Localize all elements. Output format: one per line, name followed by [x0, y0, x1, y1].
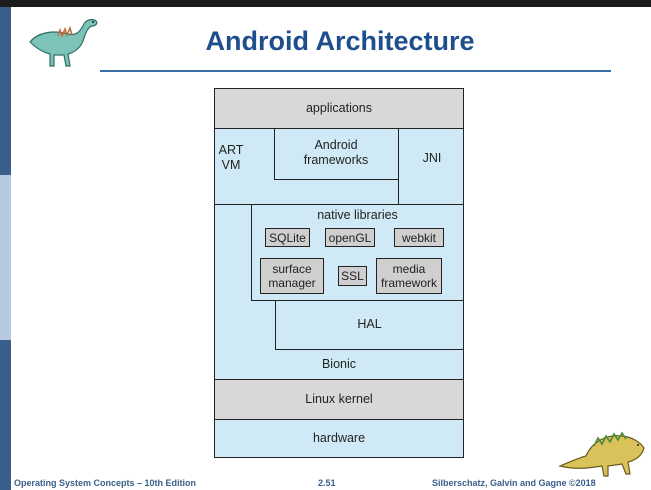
surface-manager-line1: surface	[272, 262, 312, 276]
native-libraries-label: native libraries	[317, 208, 398, 222]
art-vm-label-line2: VM	[221, 158, 241, 172]
art-divider	[274, 128, 276, 180]
hardware-layer	[214, 419, 464, 458]
linux-kernel-layer	[214, 379, 464, 420]
footer-book-title: Operating System Concepts – 10th Edition	[14, 478, 197, 488]
top-border	[0, 0, 651, 7]
media-framework-library: media framework	[376, 258, 442, 294]
android-frameworks-label-line1: Android	[314, 138, 358, 152]
hal-layer	[275, 300, 464, 350]
slide-title: Android Architecture	[205, 26, 475, 56]
footer-copyright: Silberschatz, Galvin and Gagne ©2018	[432, 478, 596, 488]
left-sidebar-highlight	[0, 175, 11, 340]
jni-divider	[398, 128, 400, 205]
bionic-label: Bionic	[321, 357, 357, 371]
hal-label: HAL	[357, 317, 382, 331]
art-vm-label-line1: ART	[218, 143, 244, 157]
frameworks-bottom-divider	[274, 179, 398, 181]
webkit-library: webkit	[394, 228, 444, 247]
media-framework-line1: media	[392, 262, 426, 276]
title-underline	[100, 70, 611, 72]
media-framework-line2: framework	[380, 276, 437, 290]
jni-label: JNI	[422, 151, 442, 165]
dinosaur-icon	[29, 18, 98, 67]
applications-label: applications	[305, 101, 372, 115]
framework-layer	[214, 128, 464, 205]
surface-manager-line2: manager	[268, 276, 316, 290]
dinosaur-icon	[558, 431, 645, 477]
linux-kernel-label: Linux kernel	[305, 392, 373, 406]
opengl-library: openGL	[325, 228, 375, 247]
hardware-label: hardware	[312, 431, 366, 445]
ssl-library: SSL	[338, 266, 367, 286]
surface-manager-library: surface manager	[260, 258, 324, 294]
footer-slide-number: 2.51	[318, 478, 336, 488]
android-frameworks-label-line2: frameworks	[303, 153, 369, 167]
sqlite-library: SQLite	[265, 228, 310, 247]
android-architecture-diagram: applications ART VM Android frameworks J…	[214, 88, 464, 458]
